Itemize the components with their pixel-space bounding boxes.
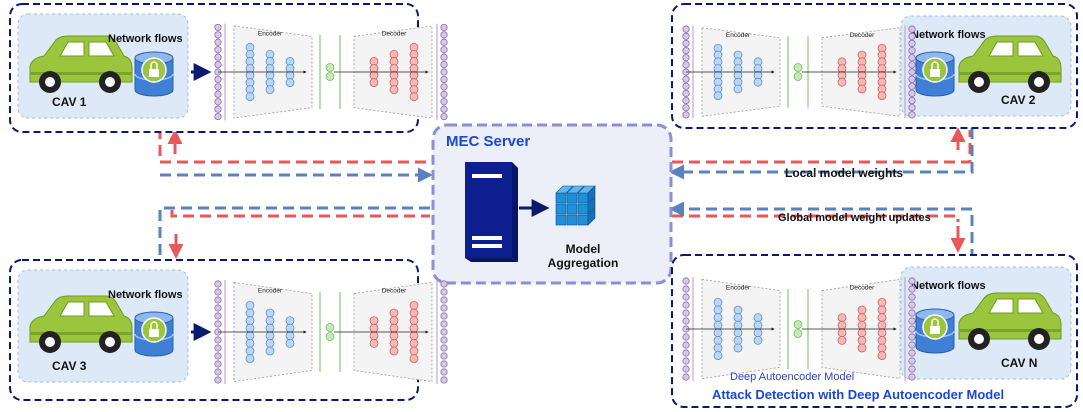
car-icon bbox=[29, 295, 133, 353]
car-icon bbox=[29, 35, 133, 93]
network-flows-label: Network flows bbox=[108, 33, 183, 45]
decoder-label: Decoder bbox=[850, 284, 875, 291]
autoencoder-network: Encoder Decoder bbox=[214, 280, 448, 384]
autoencoder-network: Encoder Decoder bbox=[682, 25, 916, 119]
cav-label: CAV N bbox=[1001, 356, 1037, 370]
autoencoder-network: Encoder Decoder bbox=[682, 277, 916, 381]
global-updates-label: Global model weight updates bbox=[778, 212, 931, 224]
encoder-label: Encoder bbox=[726, 32, 751, 39]
server-icon bbox=[465, 162, 518, 262]
network-flows-label: Network flows bbox=[911, 280, 986, 292]
aggregation-label-line1: Model bbox=[566, 242, 601, 256]
network-flow-database-icon bbox=[134, 51, 174, 97]
network-flow-database-icon bbox=[134, 311, 174, 357]
network-flow-database-icon bbox=[915, 308, 955, 354]
mec-server-title: MEC Server bbox=[446, 133, 530, 150]
encoder-label: Encoder bbox=[726, 284, 751, 291]
mec-server: MEC Server Model Aggregation bbox=[431, 123, 673, 285]
car-icon bbox=[958, 292, 1062, 350]
local-weights-label: Local model weights bbox=[785, 166, 903, 180]
network-flows-label: Network flows bbox=[911, 29, 986, 41]
decoder-label: Decoder bbox=[382, 30, 407, 37]
right-connections bbox=[669, 127, 974, 255]
cav-label: CAV 3 bbox=[52, 359, 87, 373]
encoder-label: Encoder bbox=[258, 287, 283, 294]
autoencoder-model-label: Deep Autoencoder Model bbox=[730, 371, 854, 383]
aggregation-label-line2: Aggregation bbox=[548, 256, 619, 270]
decoder-label: Decoder bbox=[382, 287, 407, 294]
attack-detection-title: Attack Detection with Deep Autoencoder M… bbox=[712, 387, 1004, 402]
decoder-label: Decoder bbox=[850, 32, 875, 39]
car-icon bbox=[958, 35, 1062, 93]
network-flows-label: Network flows bbox=[108, 289, 183, 301]
cav-label: CAV 1 bbox=[52, 95, 87, 109]
left-connections bbox=[158, 128, 433, 259]
encoder-label: Encoder bbox=[258, 30, 283, 37]
autoencoder-network: Encoder Decoder bbox=[214, 23, 448, 121]
aggregation-cube-icon bbox=[555, 185, 596, 226]
network-flow-database-icon bbox=[915, 51, 955, 97]
cav-label: CAV 2 bbox=[1001, 93, 1036, 107]
